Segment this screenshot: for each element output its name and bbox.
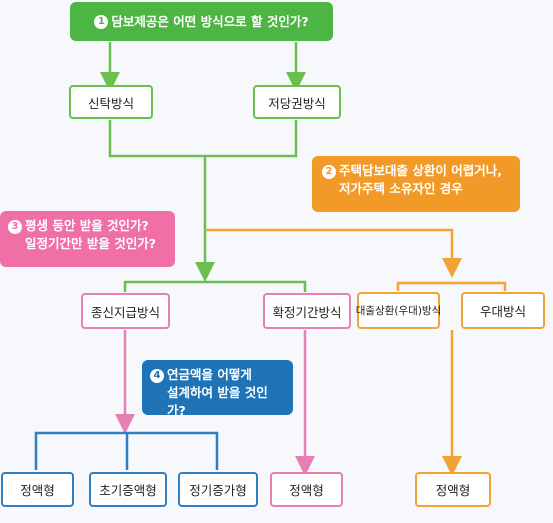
q3-number-icon: 3 [8,220,22,234]
q1-text: 담보제공은 어떤 방식으로 할 것인가? [111,13,309,29]
loan-repayment-box: 대출상환(우대)방식 [356,292,441,329]
q2-number-icon: 2 [322,165,336,179]
initial-increase-box: 초기증액형 [89,472,167,507]
q3-line2: 일정기간만 받을 것인가? [25,236,156,251]
fixed-amount-box-1: 정액형 [1,472,74,507]
fixed-period-box: 확정기간방식 [263,293,351,329]
connector-merge [108,120,298,158]
mortgage-method-box: 저당권방식 [253,85,341,119]
q4-line1: 연금액을 어떻게 [167,367,252,382]
fixed-amount-box-3: 정액형 [415,472,491,507]
connector-green-split [123,280,307,292]
periodic-increase-box: 정기증가형 [178,472,258,507]
lifetime-payment-box: 종신지급방식 [81,293,170,329]
q1-number-icon: 1 [94,14,109,29]
connector-orange-split [396,281,507,291]
q1-callout: 1 담보제공은 어떤 방식으로 할 것인가? [70,2,333,41]
trust-method-box: 신탁방식 [69,85,153,119]
connector-orange-branch [205,228,462,278]
q3-line1: 평생 동안 받을 것인가? [25,218,149,233]
preferential-method-box: 우대방식 [461,292,545,329]
q2-line2: 저가주택 소유자인 경우 [339,181,463,196]
q4-line2: 설계하여 받을 것인가? [167,385,268,418]
fixed-amount-box-2: 정액형 [270,472,343,507]
q4-number-icon: 4 [150,369,164,383]
q2-line1: 주택담보대출 상환이 어렵거나, [339,163,502,178]
